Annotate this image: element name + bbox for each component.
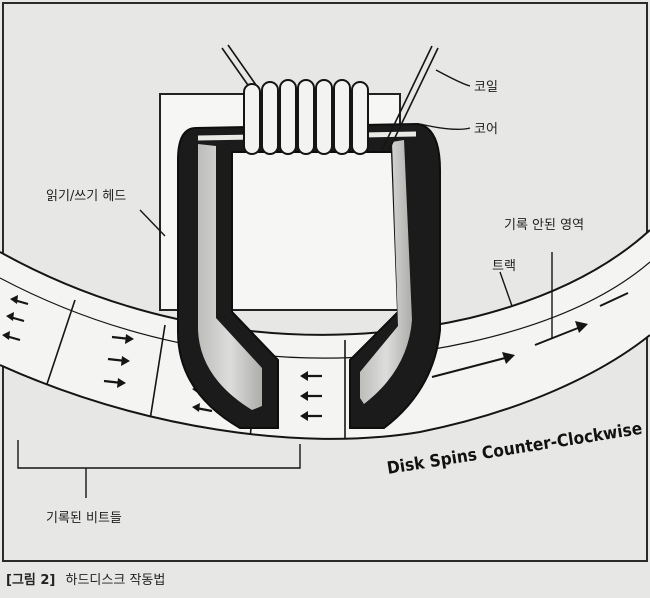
coil [244,80,368,154]
coil-label: 코일 [474,80,498,95]
coil-turn [262,82,278,154]
core-label: 코어 [474,122,498,137]
figure-number: [그림 2] [6,573,55,588]
coil-turn [244,84,260,154]
coil-turn [334,80,350,154]
coil-turn [298,80,314,154]
coil-turn [352,82,368,154]
track-label: 트랙 [492,259,516,274]
read-write-head-label: 읽기/쓰기 헤드 [46,189,126,204]
figure-title: 하드디스크 작동법 [66,573,166,588]
unrecorded-area-label: 기록 안된 영역 [504,218,584,233]
figure-caption: [그림 2] 하드디스크 작동법 [6,573,165,588]
coil-turn [280,80,296,154]
recorded-bits-label: 기록된 비트들 [46,511,122,526]
coil-turn [316,80,332,154]
